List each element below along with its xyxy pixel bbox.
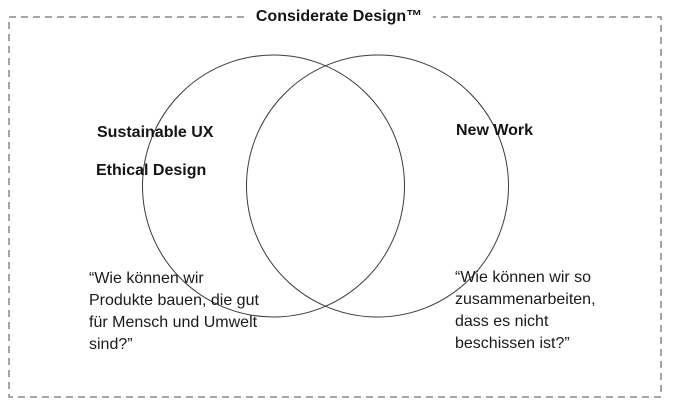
label-new-work: New Work [456, 122, 534, 139]
right-circle [246, 54, 509, 318]
right-circle-quote: “Wie können wir so zusammenarbeiten, das… [455, 269, 596, 352]
label-sustainable-ux: Sustainable UX [97, 124, 214, 141]
left-circle [142, 54, 405, 318]
left-circle-quote: “Wie können wir Produkte bauen, die gut … [89, 270, 259, 353]
diagram-title: Considerate Design™ [244, 7, 434, 27]
label-ethical-design: Ethical Design [96, 162, 207, 179]
